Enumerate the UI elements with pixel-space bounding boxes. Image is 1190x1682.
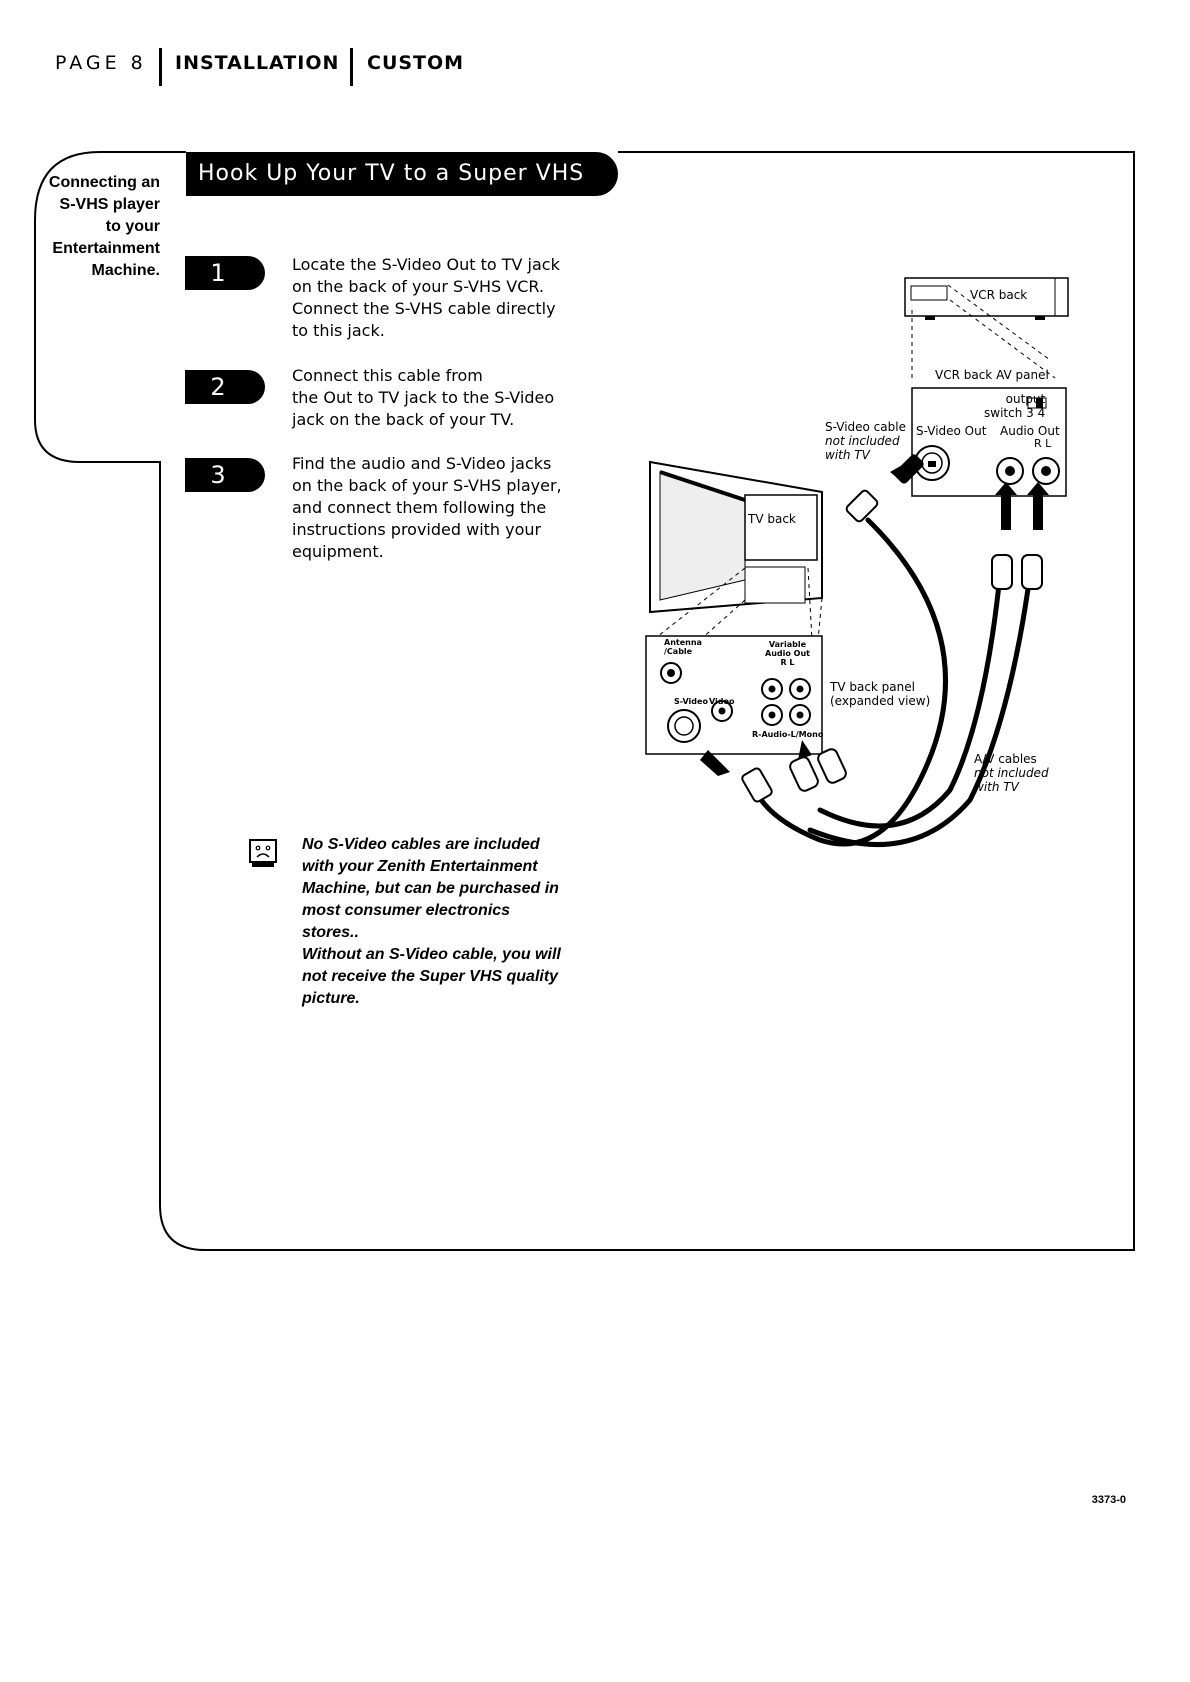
video-jack-label: Video (709, 697, 735, 706)
step-line: jack on the back of your TV. (292, 410, 515, 429)
note-line: most consumer electronics stores.. (302, 902, 511, 941)
variable-audio-label: Variable Audio Out R L (765, 640, 810, 667)
svideo-cable-label: S-Video cable not included with TV (825, 420, 906, 462)
step-line: and connect them following the (292, 498, 547, 517)
direction-arrows (700, 464, 1049, 776)
output-switch-line: output (1005, 392, 1046, 406)
header-divider (350, 48, 353, 86)
cables (752, 517, 1033, 848)
variable-audio-rl: R L (780, 658, 795, 667)
audio-out-label: Audio Out (1000, 424, 1060, 438)
cable-plugs (741, 454, 1043, 803)
vcr-back-label: VCR back (970, 288, 1028, 302)
tv-unit (649, 460, 823, 614)
note-line: No S-Video cables are included (302, 836, 540, 853)
step-line: instructions provided with your (292, 520, 542, 539)
variable-audio-line: Variable (768, 640, 807, 649)
antenna-label: Antenna /Cable (664, 638, 702, 656)
tv-back-label: TV back (748, 512, 796, 526)
section-title: INSTALLATION (175, 52, 340, 74)
step-line: Locate the S-Video Out to TV jack (292, 255, 560, 274)
step-1-badge: 1 (185, 256, 265, 290)
sidebar-line: Entertainment (52, 240, 160, 257)
av-cables-label: A/V cables not included with TV (974, 752, 1049, 794)
audio-rl-label: R L (1034, 437, 1052, 450)
tv-back-panel (645, 635, 823, 755)
sad-face-icon (249, 839, 277, 867)
tv-panel-line: TV back panel (830, 680, 915, 694)
sidebar-caption: Connecting an S-VHS player to your Enter… (30, 172, 160, 282)
vcr-unit (904, 277, 1069, 320)
note-line: Without an S-Video cable, you will (302, 946, 561, 963)
svideo-cable-line: S-Video cable (825, 420, 906, 434)
page-number: PAGE 8 (55, 52, 147, 74)
step-line: on the back of your S-VHS player, (292, 476, 562, 495)
output-switch-label: output switch 3 4 (984, 392, 1045, 420)
tv-panel-line: (expanded view) (830, 694, 931, 708)
step-1-text: Locate the S-Video Out to TV jack on the… (292, 254, 582, 342)
av-cables-line: not included (974, 766, 1049, 780)
header-divider (159, 48, 162, 86)
document-number: 3373-0 (1091, 1494, 1126, 1506)
section-banner: Hook Up Your TV to a Super VHS VCR (186, 152, 618, 230)
step-line: Connect this cable from (292, 366, 483, 385)
step-line: Connect the S-VHS cable directly (292, 299, 556, 318)
note-line: with your Zenith Entertainment (302, 858, 538, 875)
vcr-panel-label: VCR back AV panel (935, 368, 1049, 382)
step-line: the Out to TV jack to the S-Video (292, 388, 555, 407)
step-line: to this jack. (292, 321, 385, 340)
note-text: No S-Video cables are included with your… (302, 834, 562, 1010)
svideo-cable-line: not included (825, 434, 900, 448)
sidebar-line: S-VHS player (59, 196, 160, 213)
step-line: on the back of your S-VHS VCR. (292, 277, 544, 296)
output-switch-line: switch 3 4 (984, 406, 1046, 420)
note-line: picture. (302, 990, 360, 1007)
sidebar-line: Connecting an (48, 174, 160, 191)
step-3-text: Find the audio and S-Video jacks on the … (292, 453, 582, 563)
step-line: Find the audio and S-Video jacks (292, 454, 552, 473)
r-audio-label: R-Audio-L/Mono (752, 730, 824, 739)
vcr-av-panel (911, 387, 1067, 497)
av-cables-line: A/V cables (974, 752, 1037, 766)
tv-panel-label: TV back panel (expanded view) (830, 680, 930, 708)
sidebar-line: to your (105, 218, 160, 235)
variable-audio-line: Audio Out (765, 649, 810, 658)
step-line: equipment. (292, 542, 384, 561)
antenna-line: /Cable (664, 647, 693, 656)
svideo-cable-line: with TV (825, 448, 870, 462)
note-line: not receive the Super VHS quality (302, 968, 559, 985)
step-2-text: Connect this cable from the Out to TV ja… (292, 365, 582, 431)
antenna-line: Antenna (664, 638, 702, 647)
step-3-badge: 3 (185, 458, 265, 492)
subsection-title: CUSTOM (367, 52, 465, 74)
svideo-out-label: S-Video Out (916, 424, 987, 438)
svideo-jack-label: S-Video (674, 697, 708, 706)
sidebar-line: Machine. (91, 262, 160, 279)
av-cables-line: with TV (974, 780, 1019, 794)
step-2-badge: 2 (185, 370, 265, 404)
note-line: Machine, but can be purchased in (302, 880, 559, 897)
